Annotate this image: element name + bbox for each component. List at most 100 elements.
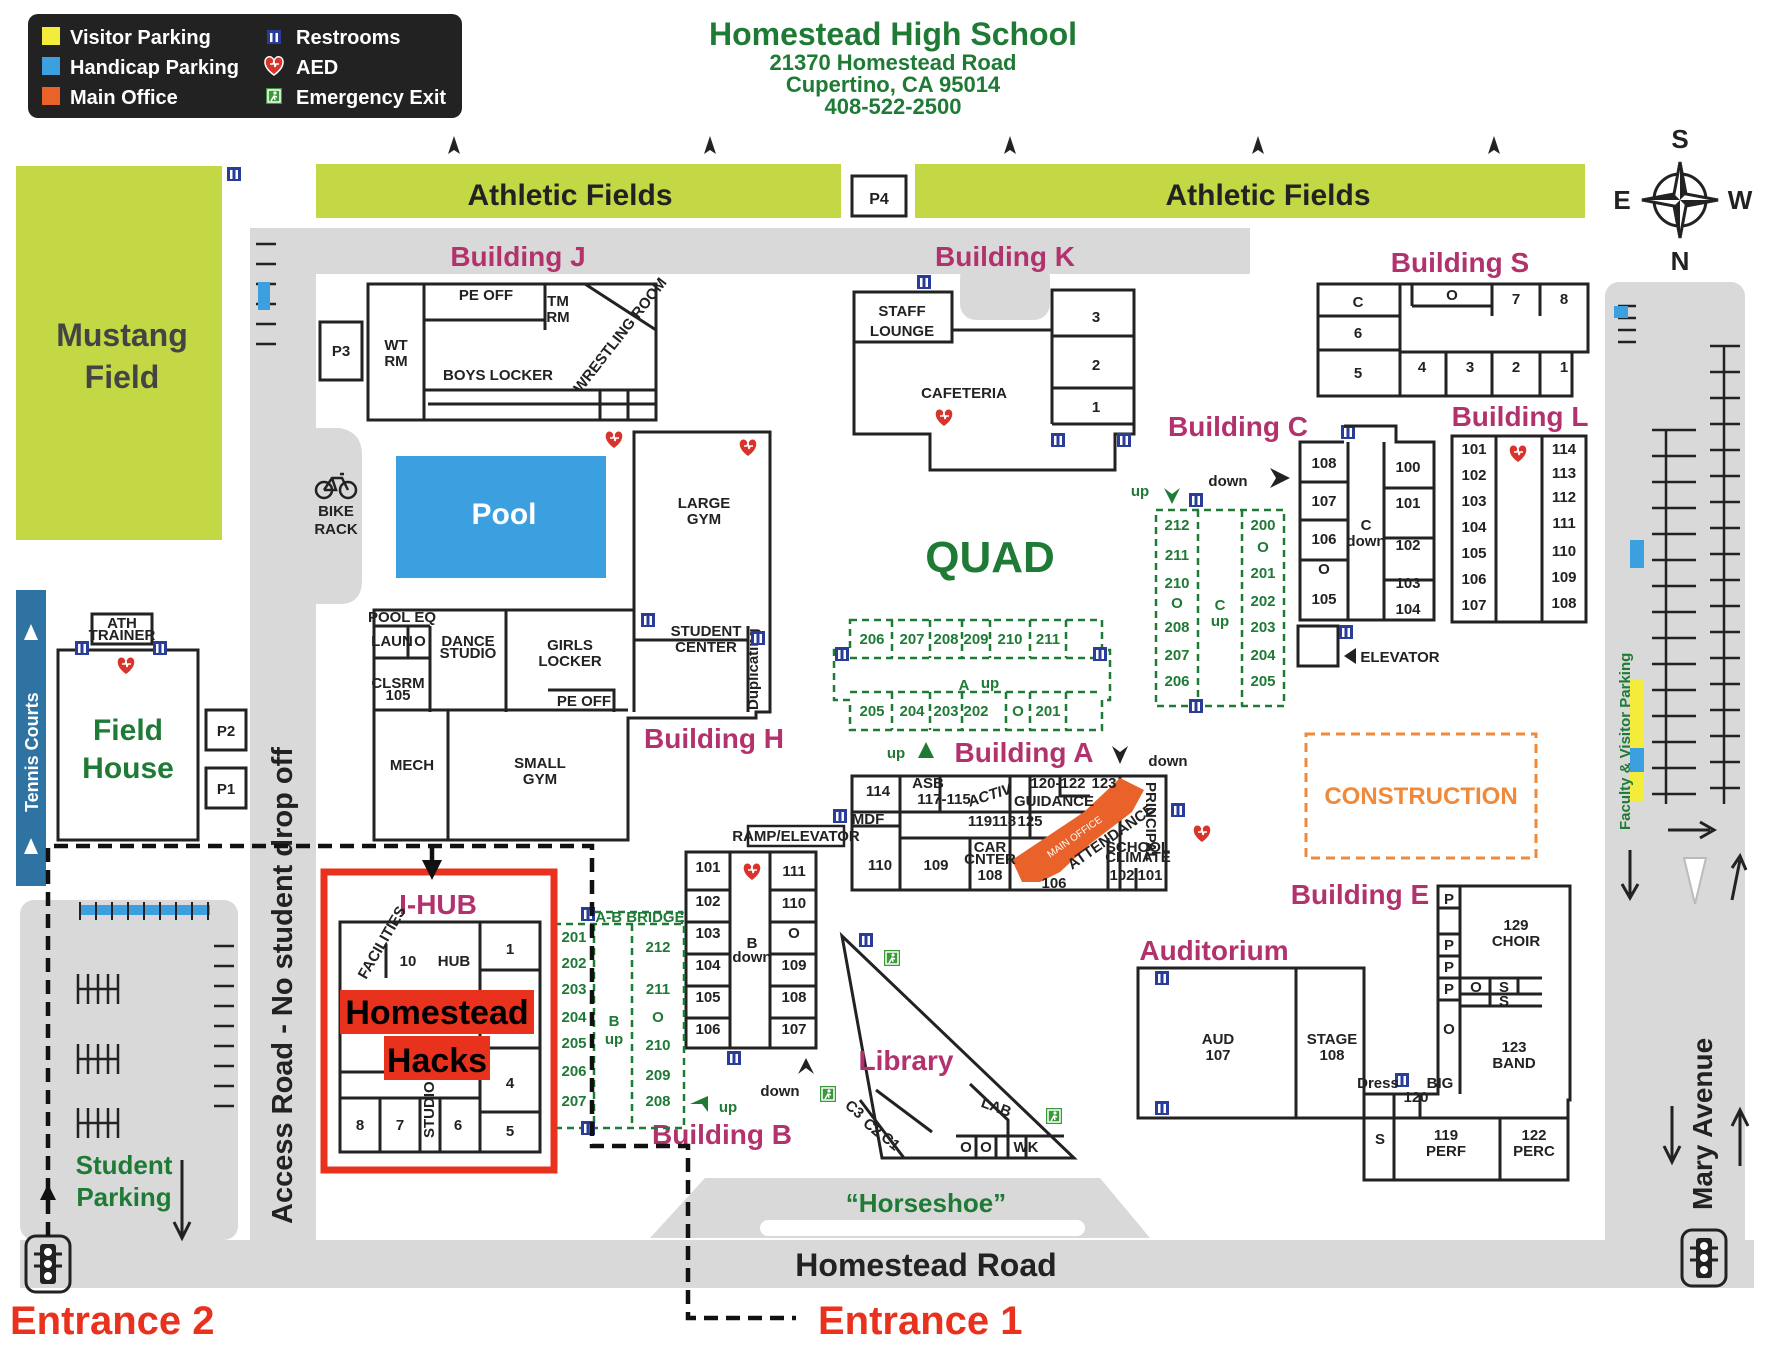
fh-ath-trainer: ATH [107,615,137,632]
quad-label: QUAD [925,533,1055,582]
ihub-10: 10 [400,953,417,970]
b-up-room: 207 [561,1093,586,1110]
e-choir: 129 [1503,917,1528,934]
restroom-icon [1051,433,1065,447]
k-cafeteria: CAFETERIA [921,385,1007,402]
h-clsrm-2: 105 [385,687,410,704]
j-wt-rm-2: RM [384,353,407,370]
a-up-room: 203 [933,703,958,720]
building-s-label: Building S [1391,247,1529,278]
h-large-gym: LARGE [678,495,731,512]
c-room: 108 [1311,455,1336,472]
s-room-6: 6 [1354,325,1362,342]
building-c-label: Building C [1168,411,1308,442]
athletic-fields-right-label: Athletic Fields [1165,179,1370,212]
handicap-parking-swatch [42,57,60,75]
h-duplicating: Duplicating [745,628,762,710]
l-room: 112 [1552,489,1576,506]
field-house-label-2: House [82,752,174,785]
up-arrow-icon [1730,852,1748,901]
p2-label: P2 [217,723,235,740]
building-k-label: Building K [935,241,1075,272]
handicap-parking-swatch [1614,306,1628,318]
visitor-parking-swatch [1630,680,1644,750]
ihub-facilities: FACILITIES [355,903,410,982]
restroom-icon [835,647,849,661]
c-up-room: 210 [1164,575,1189,592]
k-room-3: 3 [1092,309,1100,326]
k-staff-lounge-2: LOUNGE [870,323,934,340]
school-phone: 408-522-2500 [824,94,961,119]
compass-icon: S N E W [1613,124,1752,276]
ihub-7: 7 [396,1117,404,1134]
restroom-icon [1117,433,1131,447]
c-up-room: 207 [1164,647,1189,664]
k-room-2: 2 [1092,357,1100,374]
p4-box [850,174,908,218]
right-arrow-icon [1270,468,1290,488]
restroom-icon [227,167,241,181]
handicap-parking-swatch [258,282,270,310]
school-name: Homestead High School [709,16,1077,52]
a-up-room: 210 [997,631,1022,648]
c-room: 103 [1395,575,1420,592]
c-up-room: 205 [1250,673,1275,690]
aud-107-2: 107 [1205,1047,1230,1064]
e-122-perc: 122 [1521,1127,1546,1144]
restroom-icon [859,933,873,947]
handicap-parking-swatch [1630,540,1644,568]
nav-down-c: down [1208,473,1247,490]
b-up-room: 201 [561,929,586,946]
a-up-sub: up [981,675,999,692]
b-room: 102 [695,893,720,910]
restroom-icon [1189,699,1203,713]
bike-icon [314,472,358,500]
p1-label: P1 [217,781,235,798]
library-label: Library [859,1045,954,1076]
e-p4: P [1444,981,1454,998]
b-up-sub: up [605,1031,623,1048]
building-a [850,774,1168,892]
a-up-room: O [1012,703,1024,720]
j-tm-rm-2: RM [546,309,569,326]
main-office-area [1012,778,1144,882]
e-122-perc-2: PERC [1513,1143,1555,1160]
a-125: 125 [1017,813,1042,830]
entrance-2-label: Entrance 2 [10,1299,215,1343]
building-s [1316,282,1590,398]
b-room: 111 [782,863,805,880]
heart-icon [738,437,758,458]
b-room: 101 [695,859,720,876]
auditorium-label: Auditorium [1139,935,1288,966]
e-o1: O [1470,979,1482,996]
building-h-label: Building H [644,723,784,754]
l-room: 109 [1551,569,1576,586]
restroom-icon [751,631,765,645]
b-center-label: B [747,935,758,952]
legend-aed: AED [296,57,338,79]
lib-o2: O [980,1139,992,1156]
exit-icon [1045,1107,1063,1125]
drop-arrow-icon [1682,857,1708,905]
l-room: 104 [1461,519,1487,536]
homestead-road-label: Homestead Road [795,1247,1056,1283]
h-o: O [414,633,426,650]
e-p1: P [1444,891,1454,908]
e-p2: P [1444,937,1454,954]
k-room-1: 1 [1092,399,1100,416]
building-k [852,288,1136,472]
b-room: 106 [695,1021,720,1038]
aud-stage: STAGE [1307,1031,1358,1048]
ihub-6: 6 [454,1117,462,1134]
heart-icon [742,861,762,882]
b-room: 104 [695,957,721,974]
e-choir-2: CHOIR [1492,933,1541,950]
homestead-hacks-highlight-1 [340,990,534,1034]
restroom-icon [153,641,167,655]
c-up-room: O [1171,595,1183,612]
s-room-4: 4 [1418,359,1427,376]
e-p3: P [1444,959,1454,976]
lib-o1: O [960,1139,972,1156]
legend-handicap-parking: Handicap Parking [70,57,239,79]
exit-icon [819,1085,837,1103]
